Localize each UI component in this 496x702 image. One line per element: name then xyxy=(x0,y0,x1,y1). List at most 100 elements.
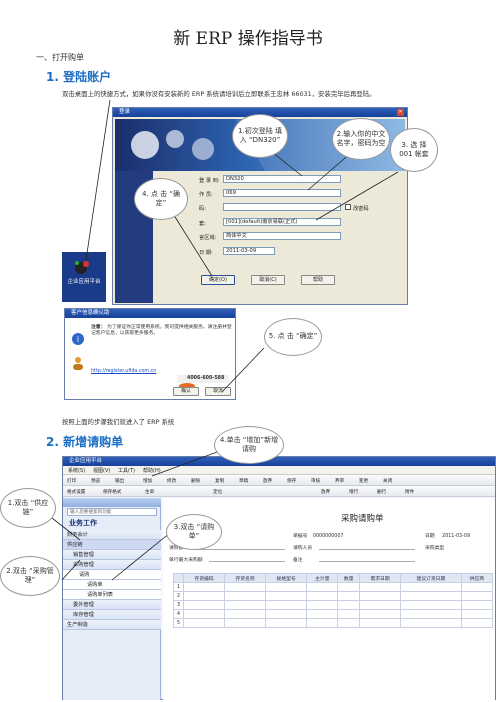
tool-generate[interactable]: 生单 xyxy=(145,490,155,495)
erp-window: 企业应用平台 系统(S) 视图(V) 工具(T) 帮助(H) 打印 预览 输出 … xyxy=(62,456,496,700)
tree-sales-label: 销售管理 xyxy=(73,552,94,558)
step1-text: 双击桌面上的快捷方式，如果你没有安装新的 ERP 系统请培训后立即联系王忠林 6… xyxy=(62,90,376,98)
field-remark-label: 备注 xyxy=(293,558,303,563)
field-doc-no-value[interactable]: 0000000007 xyxy=(312,534,344,539)
tool-modify[interactable]: 修改 xyxy=(167,479,177,484)
login-label-password: 码: xyxy=(199,206,206,212)
login-window-title: 登录 xyxy=(113,108,407,117)
tool-locate[interactable]: 定位 xyxy=(213,490,223,495)
tree-requisition-list-label: 请购单列表 xyxy=(87,592,113,598)
field-doc-no-label: 单据号 xyxy=(293,534,308,539)
menu-tools[interactable]: 工具(T) xyxy=(118,468,135,474)
tool-save-format[interactable]: 保存格式 xyxy=(103,490,122,495)
field-department-input[interactable] xyxy=(195,549,285,550)
form-title: 采购请购单 xyxy=(341,514,384,524)
tool-change[interactable]: 变更 xyxy=(359,479,369,484)
table-cell[interactable] xyxy=(359,618,402,628)
tool-delete-row[interactable]: 删行 xyxy=(377,490,387,495)
callout-purchase-mgmt: 2.双击 “采购管理” xyxy=(0,556,60,596)
erp-sidebar: 输入您要搜索的功能 业务工作 财务会计 供应链 销售管理 采购管理 请购 请购单… xyxy=(63,498,161,700)
desktop-icon-area[interactable]: 企业应用平台 xyxy=(62,252,106,302)
tool-discard-2[interactable]: 放弃 xyxy=(321,490,331,495)
field-staff: 请购人员 xyxy=(293,544,312,551)
tool-draft[interactable]: 草稿 xyxy=(239,479,249,484)
tree-inventory[interactable]: 库存管理 xyxy=(63,610,161,620)
field-staff-input[interactable] xyxy=(319,549,415,550)
arrow-to-account-field xyxy=(315,171,399,221)
tool-preview[interactable]: 预览 xyxy=(91,479,101,484)
tool-copy[interactable]: 复制 xyxy=(215,479,225,484)
tool-approve[interactable]: 审核 xyxy=(311,479,321,484)
step1-heading: 1. 登陆账户 xyxy=(46,70,112,84)
app-icon xyxy=(72,258,92,276)
login-language-select[interactable]: 简体中文 xyxy=(223,232,341,240)
login-date-input[interactable]: 2011-03-09 xyxy=(223,247,275,255)
login-operator-input[interactable]: 069 xyxy=(223,189,341,197)
erp-window-title: 企业应用平台 xyxy=(63,457,495,466)
login-label-server: 登 录 到: xyxy=(199,178,220,184)
table-cell[interactable] xyxy=(460,618,494,628)
login-help-button[interactable]: 帮助 xyxy=(301,275,335,285)
tool-print[interactable]: 打印 xyxy=(67,479,77,484)
tool-save[interactable]: 保存 xyxy=(287,479,297,484)
field-date-label: 日期 xyxy=(425,534,435,539)
erp-menubar: 系统(S) 视图(V) 工具(T) 帮助(H) xyxy=(63,466,495,475)
tree-requisition-form[interactable]: 请购单 xyxy=(63,580,161,590)
tool-discard[interactable]: 放弃 xyxy=(263,479,273,484)
login-server-input[interactable]: DN320 xyxy=(223,175,341,183)
tree-requisition-list[interactable]: 请购单列表 xyxy=(63,590,161,600)
login-password-input[interactable] xyxy=(223,203,341,211)
field-purchase-type: 采购类型 xyxy=(425,544,444,551)
login-ok-button[interactable]: 确定(O) xyxy=(201,275,235,285)
field-staff-label: 请购人员 xyxy=(293,546,313,551)
tree-outsourcing[interactable]: 委外管理 xyxy=(63,600,161,610)
menu-view[interactable]: 视图(V) xyxy=(93,468,111,474)
erp-toolbar-2: 格式设置 保存格式 生单 定位 放弃 增行 删行 附件 xyxy=(63,486,495,497)
field-max-amount-input[interactable] xyxy=(209,561,285,562)
document-title: 新 ERP 操作指导书 xyxy=(173,29,323,49)
tool-attachment[interactable]: 附件 xyxy=(405,490,415,495)
after-login-text: 按照上面的步骤我们就进入了 ERP 系统 xyxy=(62,418,175,426)
change-password-checkbox[interactable] xyxy=(345,204,351,210)
notice-confirm-button[interactable]: 确认 xyxy=(173,387,199,396)
requisition-table: 存货编码 存货名称 规格型号 主计量 数量 需求日期 建议订货日期 供应商 1 … xyxy=(173,573,494,628)
login-account-select[interactable]: [001](default)南京易联(正式) xyxy=(223,218,341,226)
support-phone: 4006-600-588 xyxy=(187,376,225,381)
menu-system[interactable]: 系统(S) xyxy=(68,468,86,474)
register-link[interactable]: http://register.ufida.com.cn xyxy=(91,369,157,374)
tool-delete[interactable]: 删除 xyxy=(191,479,201,484)
close-icon[interactable]: ✕ xyxy=(397,109,404,116)
tool-unapprove[interactable]: 弃审 xyxy=(335,479,345,484)
table-cell[interactable] xyxy=(182,618,226,628)
field-remark: 备注 xyxy=(293,556,303,563)
tree-supply-chain[interactable]: 供应链 xyxy=(63,540,161,550)
callout-requisition: 3.双击 “请购单” xyxy=(166,514,222,550)
tree-sales[interactable]: 销售管理 xyxy=(63,550,161,560)
tool-export[interactable]: 输出 xyxy=(115,479,125,484)
arrow-to-desktop-icon xyxy=(85,99,111,261)
table-cell[interactable] xyxy=(306,618,339,628)
tree-finance[interactable]: 财务会计 xyxy=(63,530,161,540)
sidebar-search-input[interactable]: 输入您要搜索的功能 xyxy=(67,508,157,516)
sidebar-top-bar xyxy=(63,498,161,507)
sidebar-header: 业务工作 xyxy=(69,519,97,527)
callout-step4: 4. 点 击 “确定” xyxy=(134,178,188,220)
login-cancel-button[interactable]: 取消(C) xyxy=(251,275,285,285)
erp-toolbar-1: 打印 预览 输出 增加 修改 删除 复制 草稿 放弃 保存 审核 弃审 变更 关… xyxy=(63,475,495,486)
tree-purchase[interactable]: 采购管理 xyxy=(63,560,161,570)
tree-production[interactable]: 生产制造 xyxy=(63,620,161,630)
login-label-account: 套: xyxy=(199,221,206,227)
tool-add-row[interactable]: 增行 xyxy=(349,490,359,495)
field-remark-input[interactable] xyxy=(319,561,415,562)
desktop-icon-label: 企业应用平台 xyxy=(67,279,101,285)
tree-inventory-label: 库存管理 xyxy=(73,612,94,618)
menu-help[interactable]: 帮助(H) xyxy=(143,468,161,474)
tool-close[interactable]: 关闭 xyxy=(383,479,393,484)
notice-text: 为了保证你正常使用系统，我司提供相关服务。请注册并登记客户信息，以获取更多服务。 xyxy=(91,325,232,337)
notice-cancel-button[interactable]: 取消 xyxy=(205,387,231,396)
add-button[interactable]: 增加 xyxy=(143,479,153,484)
field-date-value[interactable]: 2011-03-09 xyxy=(442,534,471,539)
field-department: 请购部门 xyxy=(169,544,188,551)
tool-format[interactable]: 格式设置 xyxy=(67,490,86,495)
